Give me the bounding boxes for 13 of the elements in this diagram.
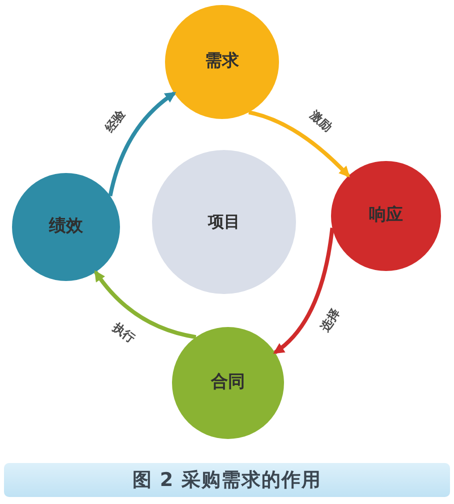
node-label: 绩效 <box>49 216 83 238</box>
curved-arrow <box>94 270 196 340</box>
node-label: 响应 <box>369 205 403 227</box>
curved-arrow <box>108 92 176 196</box>
edge-label: 执行 <box>110 320 138 346</box>
node-label: 需求 <box>205 51 239 73</box>
node-label: 项目 <box>208 212 240 232</box>
figure-caption: 图 2 采购需求的作用 <box>4 463 450 497</box>
edge-label: 选择 <box>318 306 342 334</box>
curved-arrow <box>273 228 334 354</box>
node-label: 合同 <box>211 372 245 394</box>
curved-arrow <box>248 110 350 178</box>
edge-label: 激励 <box>307 108 335 134</box>
